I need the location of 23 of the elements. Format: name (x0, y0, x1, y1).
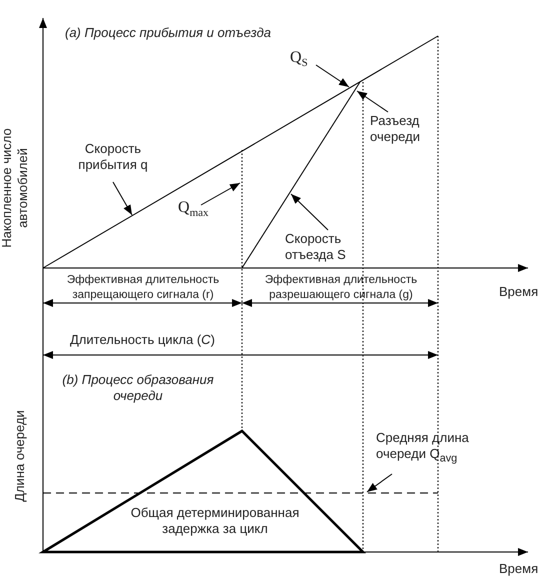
axis-title: Накопленное число автомобилей (0, 127, 31, 250)
axis-title: Время (499, 284, 538, 300)
axis-title: Время (499, 561, 538, 577)
leader-line (290, 194, 328, 230)
axis-title: Длина очереди (12, 409, 28, 504)
leader-line (200, 182, 240, 206)
leader-line (316, 64, 350, 88)
callout-text: Разъезд очереди (370, 113, 450, 145)
symbol-label: Q$_{S}$ (290, 50, 308, 72)
average-queue-line (42, 492, 438, 494)
dimension-label: Эффективная длительность запрещающего сигнала (r) (66, 273, 220, 303)
leader-line (112, 182, 132, 216)
leader-line (366, 474, 392, 492)
dimension-label: Эффективная длительность разрешающего сигнала (g) (264, 273, 418, 303)
panel-title: (a) Процесс прибытия и отъезда (65, 25, 271, 41)
callout-text: Средняя длина очереди Q$_{avg}$ (376, 430, 494, 467)
panel-title: (b) Процесс образования очереди (61, 372, 215, 404)
callout-text: Скорость прибытия q (68, 141, 158, 173)
area-label: Общая детерминированная задержка за цикл (130, 505, 300, 537)
dimension-label: Длительность цикла (C) (70, 332, 215, 348)
leader-line (356, 90, 388, 112)
callout-text: Скорость отъезда S (285, 231, 365, 263)
symbol-label: Q$_{max}$ (178, 200, 209, 222)
